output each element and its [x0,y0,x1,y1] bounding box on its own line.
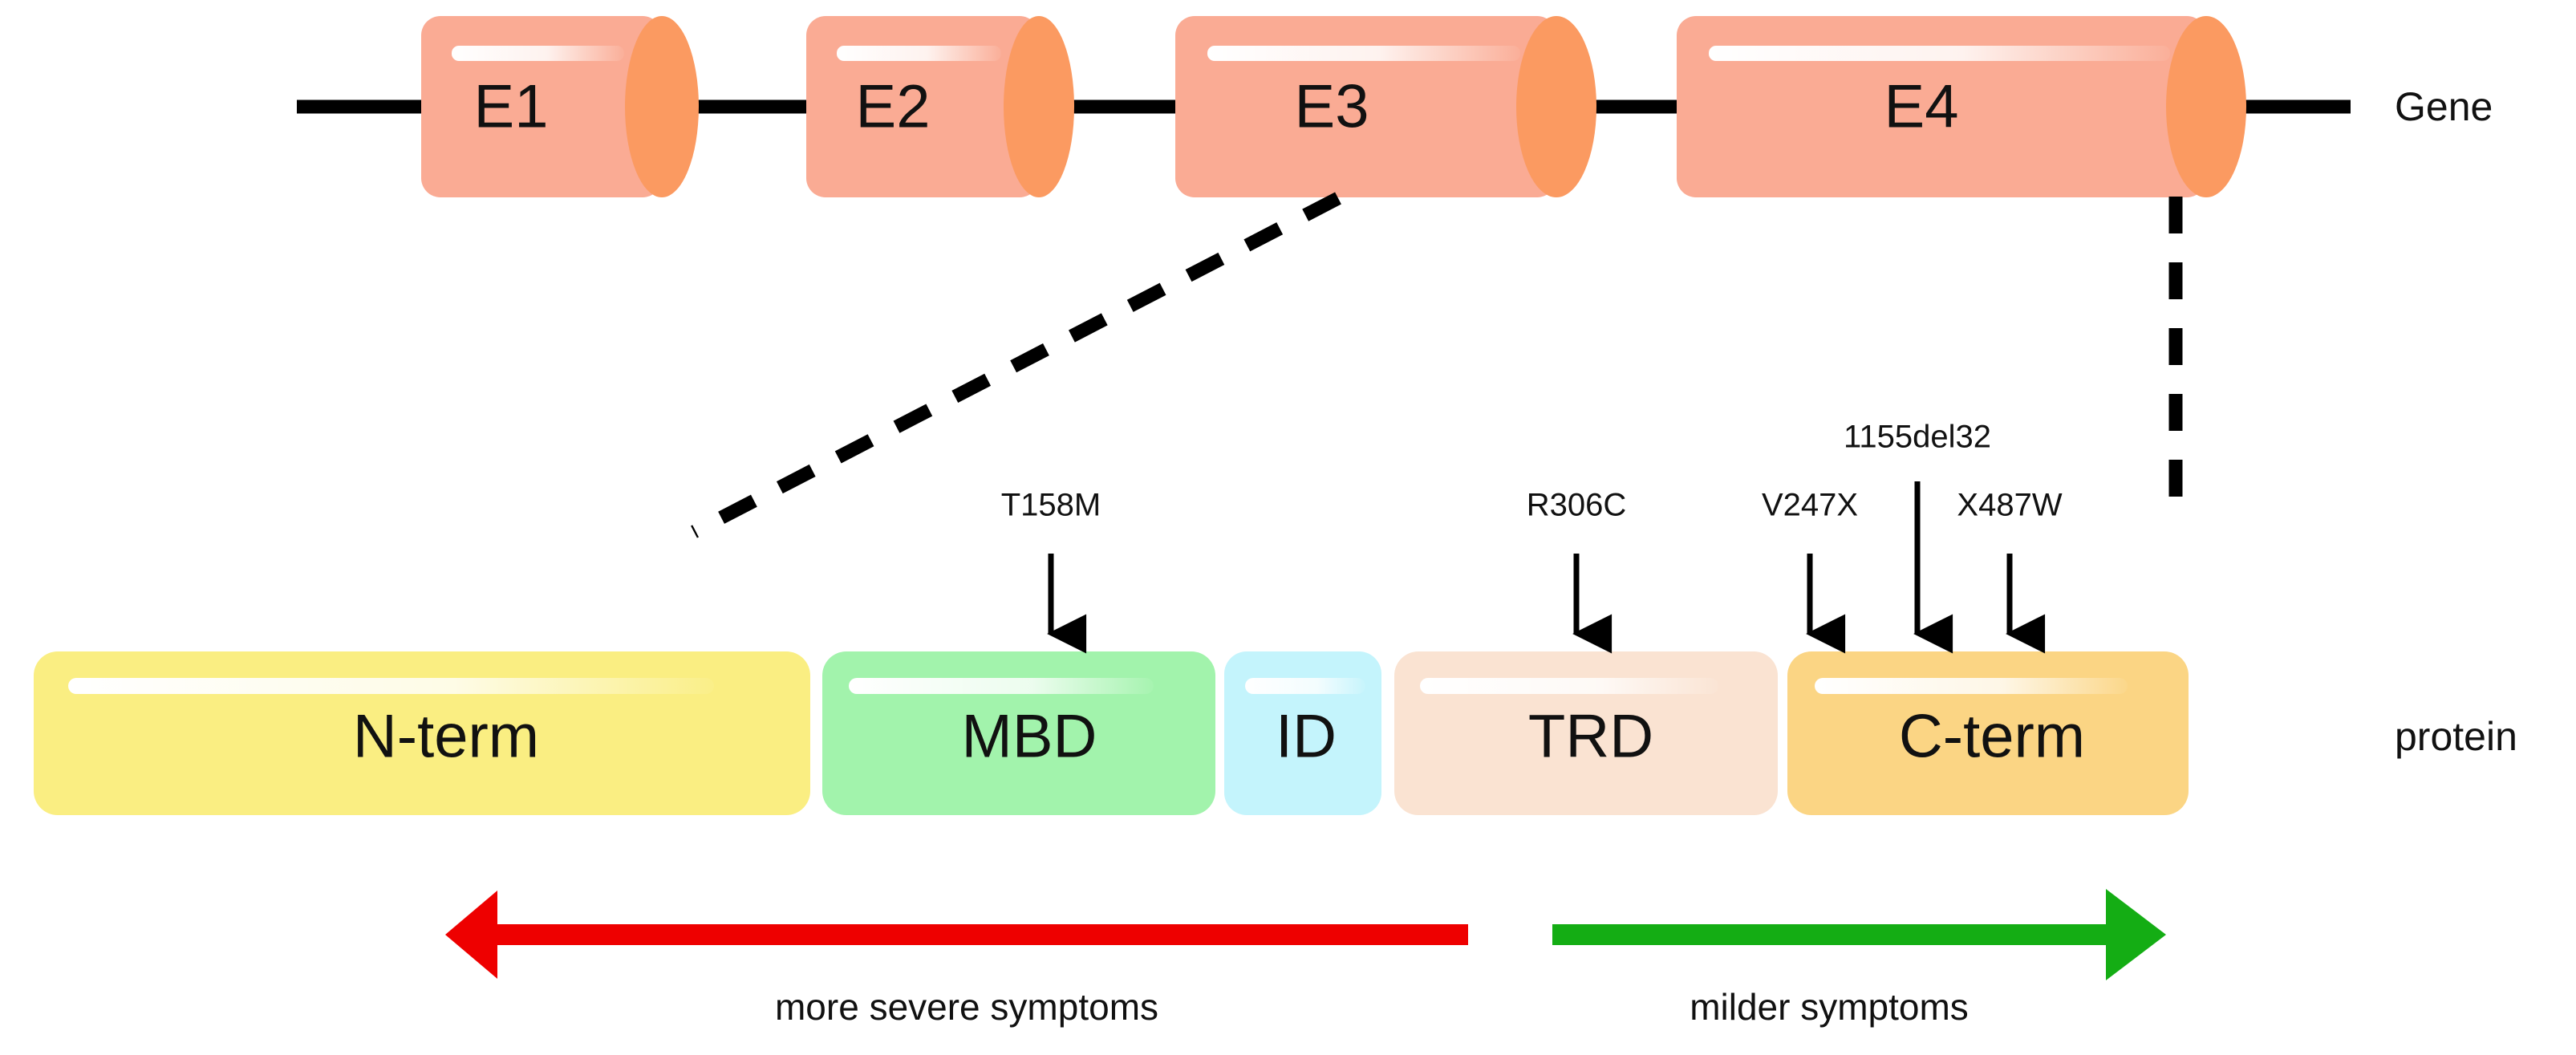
severity-arrow-milder [1552,889,2166,980]
domain-id [1224,651,1381,815]
severity-arrow-more-severe [445,891,1468,979]
domain-label-mbd: MBD [961,702,1097,771]
domain-n-term [34,651,810,815]
exon-label-e1: E1 [473,72,549,141]
mutation-label-r306c: R306C [1526,487,1627,523]
exon-label-e2: E2 [855,72,931,141]
domain-c-term [1787,651,2189,815]
mutation-label-x487w: X487W [1957,487,2063,523]
exon-label-e4: E4 [1884,72,1959,141]
gene-row-label: Gene [2395,84,2493,129]
mutation-label-1155del32: 1155del32 [1844,419,1991,455]
mutation-label-v247x: V247X [1761,487,1859,523]
domain-label-c-term: C-term [1898,702,2086,771]
connector-exon3-dashed [691,192,1341,538]
exon-e3 [1175,16,1596,197]
exon-e2 [806,16,1074,197]
exon-e1 [421,16,699,197]
domain-mbd [822,651,1215,815]
exon-label-e3: E3 [1294,72,1369,141]
domain-label-n-term: N-term [352,702,540,771]
exon-e4 [1677,16,2246,197]
mutation-label-t158m: T158M [1000,487,1101,523]
domain-label-id: ID [1276,702,1337,771]
domain-trd [1394,651,1778,815]
severity-caption-milder: milder symptoms [1690,986,1969,1028]
domain-label-trd: TRD [1527,702,1654,771]
protein-row-label: protein [2395,714,2517,759]
severity-caption-more-severe: more severe symptoms [774,986,1159,1028]
